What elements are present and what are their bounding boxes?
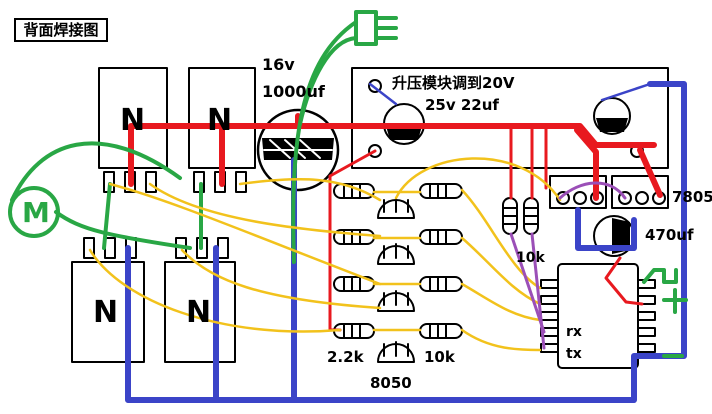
wires-purple	[509, 181, 627, 350]
motor-label: M	[22, 196, 50, 229]
mosfet-label-top-right: N	[207, 103, 232, 138]
wires-yellow	[88, 157, 562, 352]
mosfet-label-bottom-left: N	[93, 295, 118, 330]
title-box: 背面焊接图	[14, 18, 108, 42]
mosfet-label-top-left: N	[120, 103, 145, 138]
transistors-8050	[377, 197, 415, 363]
wires-blue-thin	[368, 82, 652, 106]
small-cap-label: 25v 22uf	[425, 96, 499, 114]
regulator-label: 7805	[672, 188, 712, 206]
boost-module-label: 升压模块调到20V	[392, 74, 515, 92]
rx-label: rx	[566, 324, 582, 340]
capacitor-module-right	[593, 97, 644, 158]
resistor-10k-top-label: 10k	[516, 250, 545, 266]
transistor-label: 8050	[370, 374, 412, 392]
connector-plug	[354, 10, 398, 46]
tx-label: tx	[566, 346, 582, 362]
resistor-2-2k-label: 2.2k	[327, 348, 365, 366]
mosfet-label-bottom-right: N	[186, 295, 211, 330]
wires-green	[10, 20, 688, 358]
wires-red	[128, 113, 663, 201]
resistor-10k-bottom-label: 10k	[424, 348, 456, 366]
cap-capacitance-label: 1000uf	[262, 82, 326, 101]
cap-voltage-label: 16v	[262, 55, 295, 74]
chip-module	[540, 263, 656, 369]
resistor-bands	[343, 183, 539, 339]
cap-470-label: 470uf	[645, 226, 694, 244]
